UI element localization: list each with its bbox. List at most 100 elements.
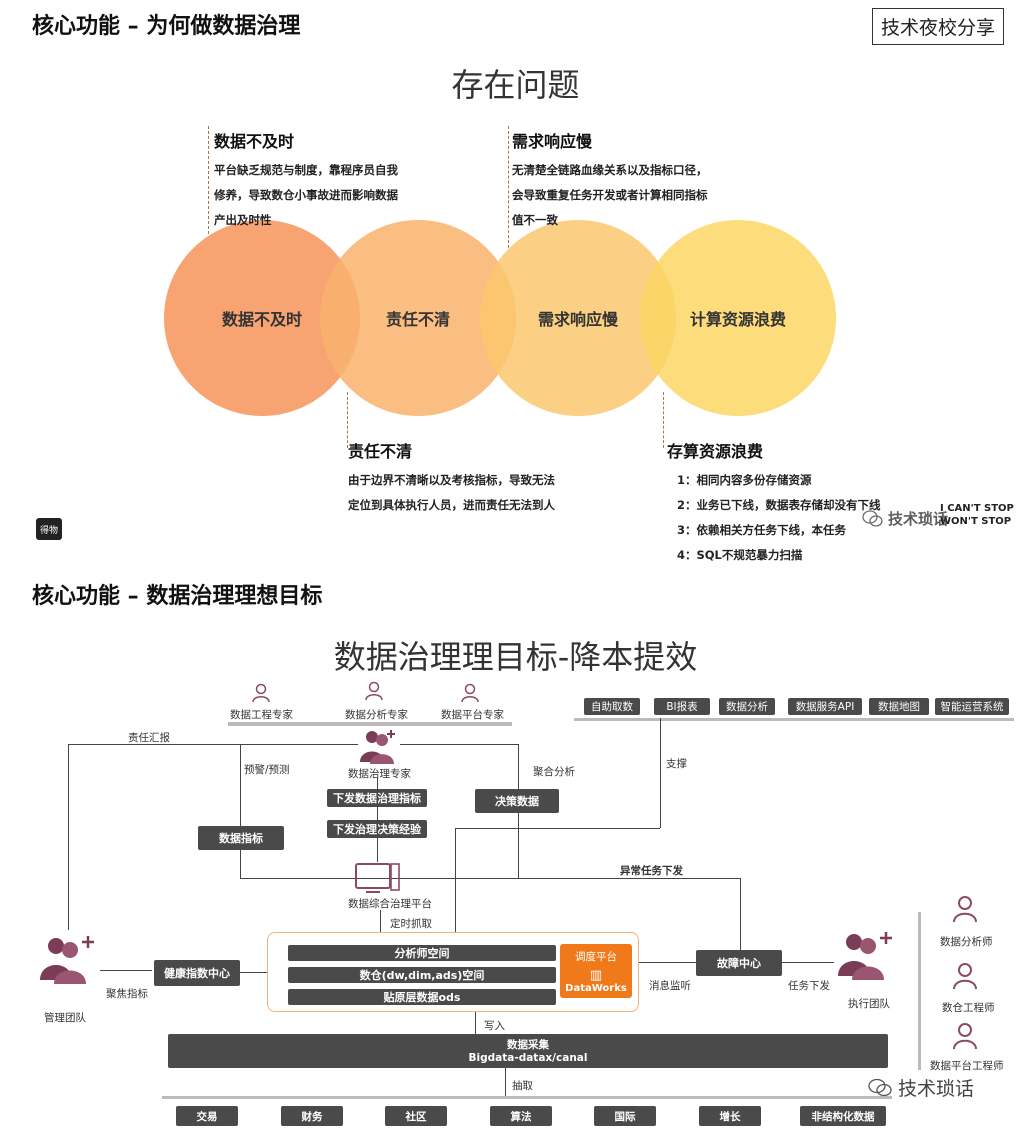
note-waste-title: 存算资源浪费: [667, 442, 764, 461]
watermark-side-line: I CAN'T STOP: [940, 503, 1014, 514]
section2-heading: 核心功能 – 数据治理理想目标: [32, 584, 323, 609]
note-demand: 需求响应慢 无清楚全链路血缘关系以及指标口径， 会导致重复任务开发或者计算相同指…: [512, 128, 708, 233]
collect-title: 数据采集: [507, 1039, 549, 1051]
role-dw-engineer-icon: [953, 963, 977, 990]
connector-timely: [208, 126, 209, 234]
scheduler-title: 调度平台: [575, 951, 617, 963]
warn-line: [240, 744, 241, 878]
source-community: 社区: [385, 1106, 447, 1126]
circle-duty-label: 责任不清: [385, 310, 450, 329]
note-demand-line: 会导致重复任务开发或者计算相同指标: [512, 188, 708, 202]
note-waste-line: 1：相同内容多份存储资源: [677, 473, 812, 487]
execution-team-icon: [838, 932, 892, 980]
write-line: [475, 1012, 476, 1034]
timed-line: [380, 910, 381, 932]
label-support: 支撑: [666, 758, 687, 770]
label-focus: 聚焦指标: [106, 988, 148, 1000]
report-line-v: [68, 744, 69, 930]
connector-duty: [347, 392, 348, 448]
box-health-index: 健康指数中心: [154, 960, 240, 986]
expert-engineer-icon: [252, 683, 270, 703]
source-trade: 交易: [176, 1106, 238, 1126]
watermark-2: 技术琐话: [868, 1074, 974, 1101]
layer-ods: 贴原层数据ods: [288, 989, 556, 1005]
role-platform-engineer-label: 数据平台工程师: [930, 1060, 1004, 1072]
scheduler-name: DataWorks: [565, 983, 627, 994]
watermark-side-line: WON'T STOP: [940, 516, 1012, 527]
app-data-api: 数据服务API: [788, 698, 862, 715]
note-demand-line: 值不一致: [512, 213, 558, 227]
support-line-v: [660, 718, 661, 828]
note-timely: 数据不及时 平台缺乏规范与制度，靠程序员自我 修养，导致数仓小事故进而影响数据 …: [214, 128, 398, 233]
report-line-h: [68, 744, 358, 745]
box-decision-data: 决策数据: [475, 789, 559, 813]
source-growth: 增长: [699, 1106, 761, 1126]
platform-label: 数据综合治理平台: [348, 898, 432, 910]
management-team-icon: [40, 936, 94, 984]
circle-timely-label: 数据不及时: [221, 310, 302, 329]
note-timely-line: 平台缺乏规范与制度，靠程序员自我: [214, 163, 398, 177]
role-analyst-icon: [953, 896, 977, 923]
note-timely-title: 数据不及时: [214, 132, 295, 151]
circle-demand-label: 需求响应慢: [537, 310, 618, 329]
app-data-analysis: 数据分析: [719, 698, 775, 715]
health-line: [240, 972, 267, 973]
abnormal-line-v: [740, 878, 741, 950]
problems-title: 存在问题: [451, 66, 580, 104]
wechat-icon: [862, 509, 883, 527]
watermark-2-text: 技术琐话: [898, 1078, 975, 1100]
wechat-icon: [868, 1078, 892, 1096]
label-write: 写入: [484, 1020, 505, 1032]
box-data-metric: 数据指标: [198, 826, 284, 850]
expert-analyst-label: 数据分析专家: [345, 709, 408, 721]
core-platform-frame: [267, 932, 639, 1012]
goal-title: 数据治理理目标-降本提效: [333, 638, 698, 676]
app-bi-report: BI报表: [654, 698, 710, 715]
abnormal-line: [240, 878, 740, 879]
label-timed: 定时抓取: [390, 918, 432, 930]
governance-expert-label: 数据治理专家: [348, 768, 411, 780]
circle-waste-label: 计算资源浪费: [689, 310, 786, 329]
label-abnormal: 异常任务下发: [620, 865, 683, 877]
app-ops-system: 智能运营系统: [935, 698, 1009, 715]
note-demand-title: 需求响应慢: [512, 132, 593, 151]
dispatch-line: [782, 962, 834, 963]
label-aggregate: 聚合分析: [533, 766, 575, 778]
watermark-1: 技术琐话: [862, 508, 948, 529]
collect-subtitle: Bigdata-datax/canal: [468, 1052, 588, 1064]
focus-line: [100, 970, 152, 971]
label-warn: 预警/预测: [244, 764, 290, 776]
apps-bar: [574, 718, 1014, 721]
support-line-v2: [455, 828, 456, 932]
roles-bar: [918, 912, 921, 1070]
collect-box: 数据采集 Bigdata-datax/canal: [168, 1034, 888, 1068]
source-unstructured: 非结构化数据: [800, 1106, 886, 1126]
circle-waste: 计算资源浪费: [640, 220, 836, 416]
note-duty-title: 责任不清: [348, 442, 413, 461]
management-team-label: 管理团队: [44, 1012, 86, 1024]
note-duty-line: 定位到具体执行人员，进而责任无法到人: [348, 498, 555, 512]
expert-engineer-label: 数据工程专家: [230, 709, 293, 721]
source-international: 国际: [594, 1106, 656, 1126]
monitor-line: [639, 962, 696, 963]
note-waste-line: 2：业务已下线，数据表存储却没有下线: [677, 498, 881, 512]
monitor-icon: [355, 863, 400, 893]
support-line-h: [455, 828, 660, 829]
app-data-map: 数据地图: [869, 698, 929, 715]
label-dispatch: 任务下发: [788, 980, 830, 992]
connector-demand: [508, 126, 509, 248]
source-algorithm: 算法: [490, 1106, 552, 1126]
role-analyst-label: 数据分析师: [940, 936, 993, 948]
execution-team-label: 执行团队: [848, 998, 890, 1010]
note-waste-line: 4：SQL不规范暴力扫描: [677, 548, 803, 562]
experts-bar: [228, 722, 512, 726]
extract-line: [505, 1068, 506, 1096]
expert-analyst-icon: [365, 681, 383, 701]
expert-platform-icon: [461, 683, 479, 703]
note-timely-line: 产出及时性: [214, 213, 272, 227]
section1-heading: 核心功能 – 为何做数据治理: [32, 14, 301, 39]
note-demand-line: 无清楚全链路血缘关系以及指标口径，: [512, 163, 708, 177]
box-fault-center: 故障中心: [696, 950, 782, 976]
note-duty: 责任不清 由于边界不清晰以及考核指标，导致无法 定位到具体执行人员，进而责任无法…: [348, 438, 555, 518]
watermark-side: I CAN'T STOP WON'T STOP: [940, 502, 1014, 528]
